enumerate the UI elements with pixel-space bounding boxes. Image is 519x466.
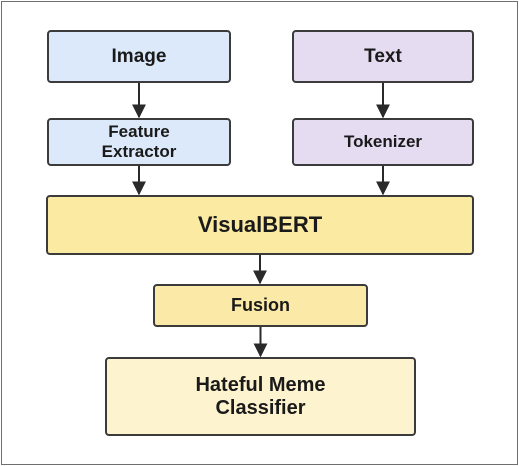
visualbert-node-label: VisualBERT <box>197 212 323 238</box>
image-node: Image <box>47 30 231 83</box>
fusion-node: Fusion <box>153 284 368 327</box>
fusion-node-label: Fusion <box>231 295 290 316</box>
text-node-label: Text <box>364 45 402 67</box>
feature-extractor-node: Feature Extractor <box>47 118 231 166</box>
classifier-label-line1: Hateful Meme <box>195 373 326 396</box>
tokenizer-node-label: Tokenizer <box>343 132 423 152</box>
classifier-label-line2: Classifier <box>215 396 306 419</box>
feature-extractor-label-line2: Extractor <box>101 142 177 161</box>
visualbert-node: VisualBERT <box>46 195 474 255</box>
tokenizer-node: Tokenizer <box>292 118 474 166</box>
image-node-label: Image <box>111 45 167 67</box>
feature-extractor-label-line1: Feature <box>108 122 170 142</box>
classifier-node: Hateful Meme Classifier <box>105 357 416 436</box>
text-node: Text <box>292 30 474 83</box>
